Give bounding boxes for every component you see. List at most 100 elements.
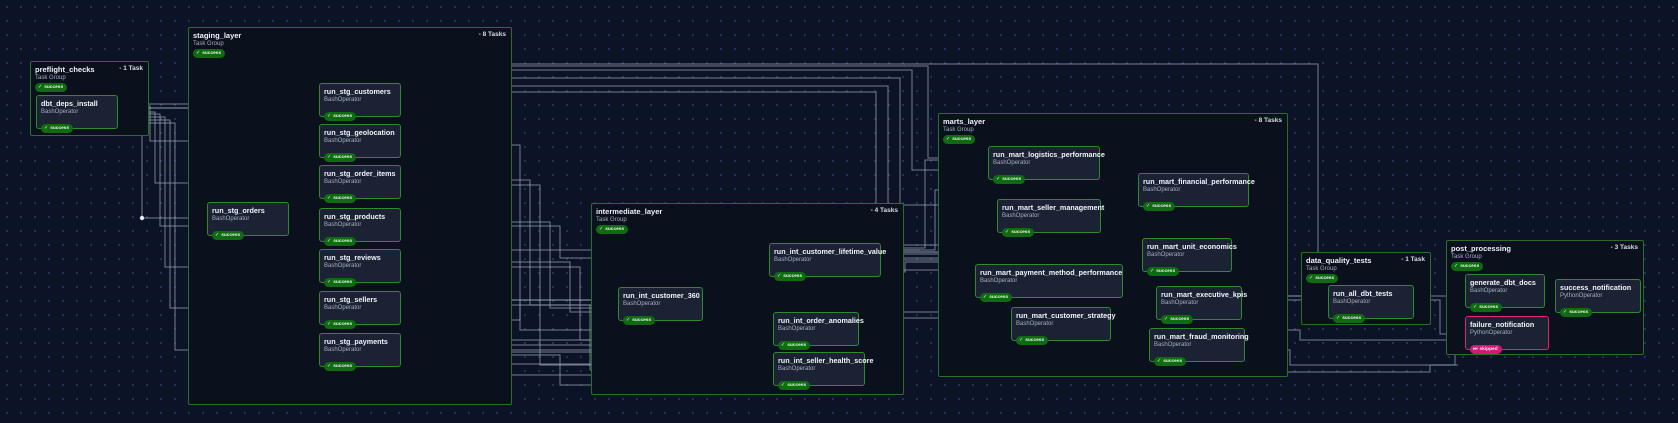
group-task-count: - 3 Tasks [1610,244,1638,251]
check-icon: ✓ [1146,203,1151,209]
check-icon: ✓ [1150,268,1155,274]
status-text: success [44,85,64,90]
task-run-stg-payments[interactable]: run_stg_payments BashOperator ✓success [319,333,401,371]
status-badge: ✓success [324,278,357,287]
task-name: run_stg_products [324,212,386,221]
task-name: run_int_customer_360 [623,291,700,300]
task-operator: BashOperator [324,138,362,144]
status-badge: ✓success [1306,274,1339,283]
status-badge: ✓success [1333,314,1366,323]
status-text: success [952,137,972,142]
status-text: success [333,114,353,119]
check-icon: ✓ [38,84,43,90]
check-icon: ✓ [1309,275,1314,281]
task-operator: BashOperator [993,160,1031,166]
task-run-mart-financial-performance[interactable]: run_mart_financial_performance BashOpera… [1138,173,1255,211]
task-operator: BashOperator [1016,321,1054,327]
status-badge: ✓success [778,381,811,390]
task-run-mart-executive-kpis[interactable]: run_mart_executive_kpis BashOperator ✓su… [1156,286,1247,324]
status-text: success [333,322,353,327]
group-name: preflight_checks [35,65,95,74]
status-text: success [1002,177,1022,182]
task-run-int-customer-360[interactable]: run_int_customer_360 BashOperator ✓succe… [618,287,703,325]
task-operator: BashOperator [1333,299,1371,305]
edge-junction-dot [139,215,145,221]
task-run-stg-orders[interactable]: run_stg_orders BashOperator ✓success [207,202,289,240]
task-operator: BashOperator [324,263,362,269]
task-name: run_mart_seller_management [1002,203,1105,212]
task-run-mart-customer-strategy[interactable]: run_mart_customer_strategy BashOperator … [1011,307,1115,345]
check-icon: ✓ [781,342,786,348]
task-success-notification[interactable]: success_notification PythonOperator ✓suc… [1555,279,1641,317]
group-task-count: - 1 Task [1401,256,1425,263]
status-badge: ✓success [324,194,357,203]
check-icon: ✓ [327,279,332,285]
status-text: success [1152,204,1172,209]
check-icon: ✓ [1005,229,1010,235]
status-badge: ✓success [1143,202,1176,211]
status-text: success [333,196,353,201]
task-operator: BashOperator [774,257,812,263]
task-name: run_stg_sellers [324,295,378,304]
task-run-int-seller-health-score[interactable]: run_int_seller_health_score BashOperator… [773,352,873,390]
task-operator: BashOperator [212,216,250,222]
task-operator: BashOperator [324,305,362,311]
task-run-stg-order-items[interactable]: run_stg_order_items BashOperator ✓succes… [319,165,401,203]
task-run-mart-seller-management[interactable]: run_mart_seller_management BashOperator … [997,199,1105,237]
task-generate-dbt-docs[interactable]: generate_dbt_docs BashOperator ✓success [1465,274,1545,312]
status-text: success [632,318,652,323]
status-badge: ✓success [324,237,357,246]
task-run-mart-payment-method-performance[interactable]: run_mart_payment_method_performance Bash… [975,264,1123,302]
task-name: run_stg_reviews [324,253,381,262]
task-run-mart-unit-economics[interactable]: run_mart_unit_economics BashOperator ✓su… [1142,238,1237,276]
status-badge: ✓success [1002,228,1035,237]
group-type: Task Group [193,41,224,47]
task-operator: BashOperator [980,278,1018,284]
group-name: staging_layer [193,31,242,40]
task-run-mart-fraud-monitoring[interactable]: run_mart_fraud_monitoring BashOperator ✓… [1149,328,1249,366]
task-run-stg-customers[interactable]: run_stg_customers BashOperator ✓success [319,83,401,121]
task-run-stg-reviews[interactable]: run_stg_reviews BashOperator ✓success [319,249,401,287]
task-run-int-customer-lifetime-value[interactable]: run_int_customer_lifetime_value BashOper… [769,243,886,281]
task-operator: BashOperator [324,347,362,353]
status-text: success [1163,359,1183,364]
status-badge: ✓success [1451,262,1484,271]
check-icon: ✓ [327,238,332,244]
status-badge: ⏭skipped [1470,345,1502,354]
task-name: run_mart_logistics_performance [993,150,1105,159]
status-badge: ✓success [324,362,357,371]
task-operator: BashOperator [1470,288,1508,294]
group-name: data_quality_tests [1306,256,1372,265]
status-text: success [787,343,807,348]
task-name: generate_dbt_docs [1470,278,1536,287]
task-dbt-deps-install[interactable]: dbt_deps_install BashOperator ✓success [36,95,118,133]
task-name: run_mart_financial_performance [1143,177,1255,186]
status-badge: ✓success [980,293,1013,302]
status-badge: ✓success [1560,308,1593,317]
status-badge: ✓success [623,316,656,325]
check-icon: ✓ [327,154,332,160]
check-icon: ✓ [327,113,332,119]
status-text: success [221,233,241,238]
status-text: success [1025,338,1045,343]
task-operator: BashOperator [778,366,816,372]
task-run-int-order-anomalies[interactable]: run_int_order_anomalies BashOperator ✓su… [773,312,864,350]
task-operator: BashOperator [623,301,661,307]
task-name: run_mart_payment_method_performance [980,268,1123,277]
task-run-stg-products[interactable]: run_stg_products BashOperator ✓success [319,208,401,246]
status-badge: ✓success [774,272,807,281]
group-type: Task Group [596,217,627,223]
task-run-stg-geolocation[interactable]: run_stg_geolocation BashOperator ✓succes… [319,124,401,162]
check-icon: ✓ [599,226,604,232]
check-icon: ✓ [1563,309,1568,315]
task-run-all-dbt-tests[interactable]: run_all_dbt_tests BashOperator ✓success [1328,285,1414,323]
status-text: success [1315,276,1335,281]
check-icon: ✓ [1336,315,1341,321]
group-type: Task Group [1451,254,1482,260]
task-failure-notification[interactable]: failure_notification PythonOperator ⏭ski… [1465,316,1549,354]
task-run-stg-sellers[interactable]: run_stg_sellers BashOperator ✓success [319,291,401,329]
group-type: Task Group [1306,266,1337,272]
task-run-mart-logistics-performance[interactable]: run_mart_logistics_performance BashOpera… [988,146,1105,184]
check-icon: ✓ [996,176,1001,182]
task-name: run_mart_fraud_monitoring [1154,332,1249,341]
